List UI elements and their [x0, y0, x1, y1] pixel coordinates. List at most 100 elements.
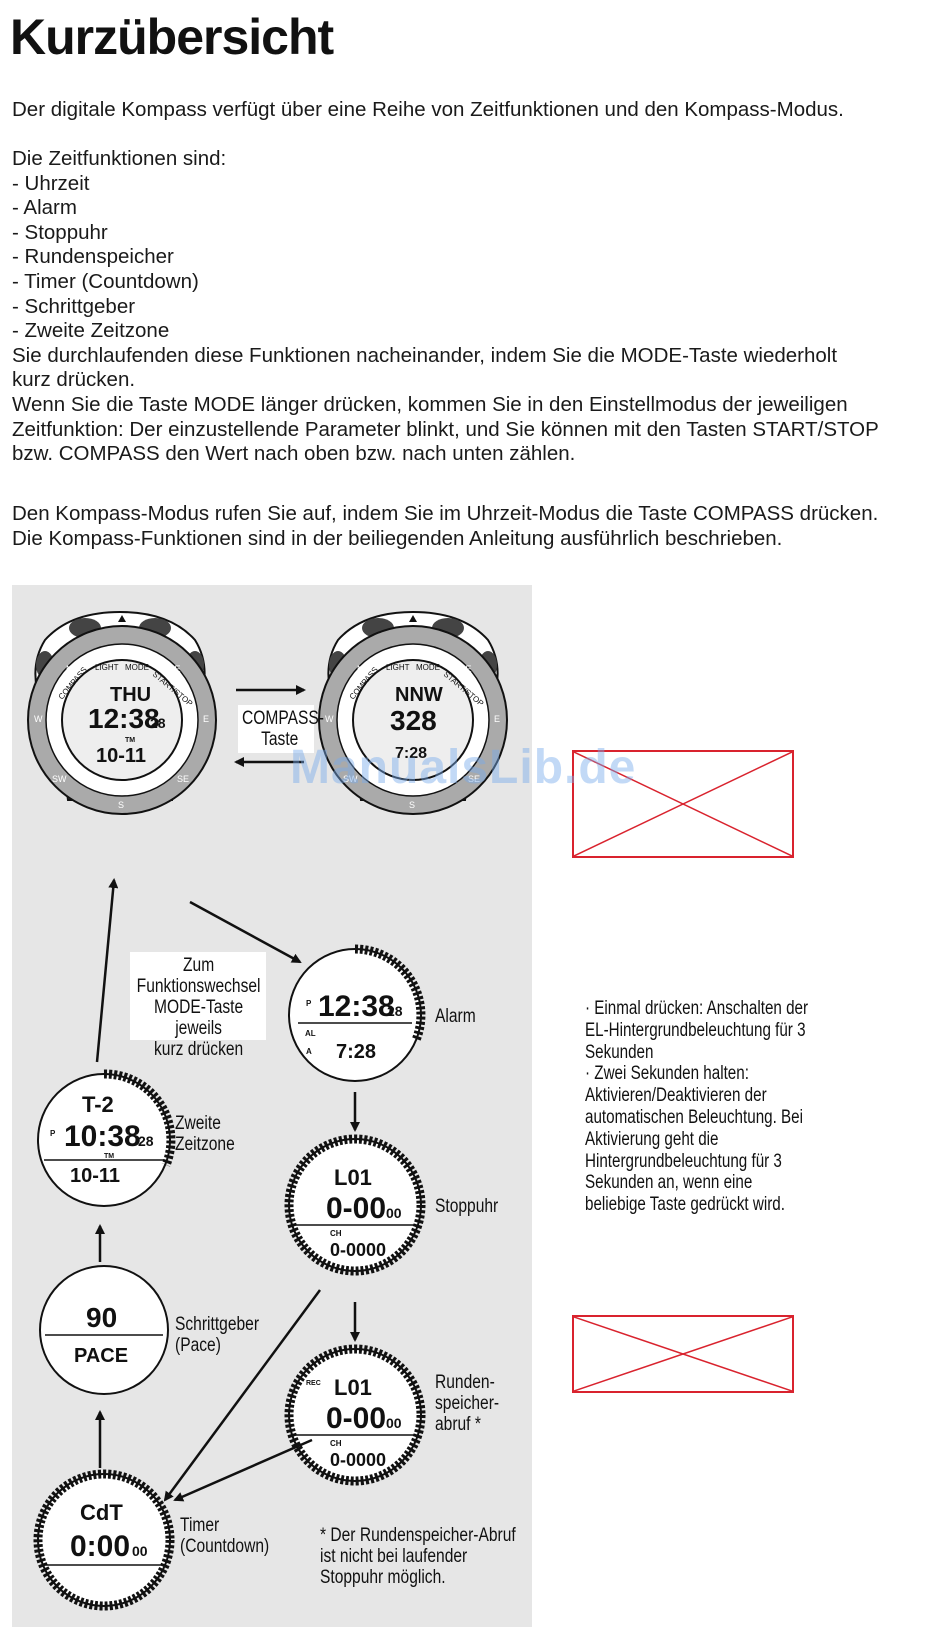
lcd-lap-sub: 0-0000 — [330, 1450, 386, 1470]
bezel-label-nw: NW — [357, 664, 372, 674]
placeholder-cross-icon — [574, 752, 792, 856]
mode-hint-label: Zum Funktionswechsel MODE-Taste jeweils … — [133, 955, 264, 1060]
lcd-tm: TM — [104, 1153, 114, 1160]
label-line: COMPASS- — [242, 708, 324, 729]
lcd-pace-label: PACE — [74, 1345, 128, 1367]
label-line: Runden- — [435, 1372, 495, 1393]
para-compass-line: Den Kompass-Modus rufen Sie auf, indem S… — [12, 502, 879, 525]
para-setup-line: bzw. COMPASS den Wert nach oben bzw. nac… — [12, 442, 576, 466]
bezel-label-w: W — [34, 714, 43, 724]
footnote: * Der Rundenspeicher-Abruf ist nicht bei… — [320, 1525, 516, 1588]
bezel-label-ne: NE — [459, 664, 472, 674]
bezel-label-e: E — [203, 714, 209, 724]
list-item: - Schrittgeber — [12, 294, 136, 318]
lcd-rec: REC — [306, 1380, 321, 1387]
list-item: - Zweite Zeitzone — [12, 319, 170, 343]
lcd-alarm-sub: 7:28 — [336, 1041, 376, 1063]
north-marker-icon — [409, 615, 417, 622]
bezel-label-e: E — [494, 714, 500, 724]
list-item: - Alarm — [12, 196, 77, 220]
bezel-label-light: LIGHT — [386, 663, 410, 672]
arrow-lap-to-timer — [173, 1438, 313, 1502]
watch-compass-mode: NW NE W E SW SE S COMPASS LIGHT MODE STA… — [318, 610, 508, 815]
label-timer: Timer (Countdown) — [180, 1515, 269, 1557]
label-line: Funktionswechsel — [136, 976, 261, 997]
bezel-label-sw: SW — [52, 774, 67, 784]
lcd-tm: TM — [125, 737, 135, 744]
list-item: - Stoppuhr — [12, 220, 108, 244]
bezel-label-sw: SW — [343, 774, 358, 784]
bezel-label-light: LIGHT — [95, 663, 119, 672]
footnote-line: ist nicht bei laufender — [320, 1546, 468, 1567]
lcd-degrees: 328 — [390, 705, 437, 736]
lcd-date: 10-11 — [96, 745, 146, 767]
label-line: Zeitzone — [175, 1134, 235, 1155]
page-title: Kurzübersicht — [10, 9, 334, 65]
label-stoppuhr: Stoppuhr — [435, 1196, 499, 1217]
compass-key-label: COMPASS- Taste — [242, 708, 324, 750]
label-line: MODE-Taste jeweils — [154, 997, 244, 1039]
intro-text: Der digitale Kompass verfügt über eine R… — [12, 98, 844, 121]
list-item: - Uhrzeit — [12, 171, 90, 195]
placeholder-cross-icon — [574, 1317, 792, 1391]
functions-heading: Die Zeitfunktionen sind: — [12, 147, 227, 170]
image-placeholder-1 — [572, 750, 794, 858]
label-line: abruf * — [435, 1414, 481, 1435]
para-cycle-line: kurz drücken. — [12, 368, 136, 392]
lcd-stop-main: 0-00 — [326, 1192, 386, 1225]
para-cycle-line: Sie durchlaufenden diese Funktionen nach… — [12, 343, 838, 367]
bezel-label-nw: NW — [66, 664, 81, 674]
label-schritt: Schrittgeber (Pace) — [175, 1314, 259, 1356]
bezel-label-mode: MODE — [416, 663, 440, 672]
lcd-seconds: 28 — [150, 715, 166, 731]
display-lap: REC L01 0-00 00 CH 0-0000 — [284, 1344, 426, 1486]
north-marker-icon — [118, 615, 126, 622]
watch-time-mode: NW NE W E SW SE S COMPASS LIGHT MODE STA… — [27, 610, 217, 815]
display-second-zone: T-2 P 10:38 28 TM 10-11 — [37, 1069, 176, 1207]
lcd-timer-top: CdT — [80, 1500, 123, 1525]
note-line: · Einmal drücken: Anschalten der — [585, 998, 809, 1019]
lcd-lap-top: L01 — [334, 1375, 372, 1400]
note-line: EL-Hintergrundbeleuchtung für 3 — [585, 1019, 806, 1041]
lcd-alarm-time: 12:38 — [318, 990, 395, 1023]
list-item: - Timer (Countdown) — [12, 269, 199, 293]
watermark: ManualsLib.de — [290, 741, 637, 794]
lcd-time: 12:38 — [88, 703, 160, 734]
bezel-label-s: S — [118, 800, 124, 810]
note-line: Hintergrundbeleuchtung für 3 — [585, 1150, 782, 1172]
footnote-line: Stoppuhr möglich. — [320, 1567, 446, 1588]
bezel-label-mode: MODE — [125, 663, 149, 672]
label-line: Zum — [183, 955, 215, 976]
label-runden: Runden- speicher- abruf * — [435, 1372, 499, 1435]
lcd-stop-sub: 0-0000 — [330, 1240, 386, 1260]
display-pace: 90 PACE — [39, 1265, 169, 1395]
lcd-stop-top: L01 — [334, 1165, 372, 1190]
note-line: automatischen Beleuchtung. Bei — [585, 1106, 804, 1128]
lcd-heading: NNW — [395, 684, 443, 706]
label-alarm: Alarm — [435, 1006, 476, 1027]
note-line: beliebige Taste gedrückt wird. — [585, 1194, 785, 1216]
note-line: Sekunden an, wenn eine — [585, 1172, 753, 1194]
label-line: speicher- — [435, 1393, 500, 1414]
functions-block: Die Zeitfunktionen sind: - Uhrzeit - Ala… — [12, 147, 879, 467]
lcd-timer-main: 0:00 — [70, 1530, 130, 1563]
lcd-small-time: 7:28 — [395, 745, 427, 762]
label-line: Timer — [180, 1515, 220, 1536]
lcd-alarm-sec: 28 — [387, 1003, 403, 1019]
lcd-p: P — [306, 999, 312, 1008]
lcd-timer-sec: 00 — [132, 1543, 148, 1559]
note-line: · Zwei Sekunden halten: — [585, 1063, 749, 1085]
lcd-day: THU — [110, 684, 151, 706]
bezel-label-se: SE — [177, 774, 189, 784]
note-line: Aktivierung geht die — [585, 1128, 719, 1150]
label-line: Schrittgeber — [175, 1314, 260, 1335]
label-line: Taste — [261, 729, 299, 750]
label-line: (Pace) — [175, 1335, 221, 1356]
image-placeholder-2 — [572, 1315, 794, 1393]
bezel-label-se: SE — [468, 774, 480, 784]
display-alarm: P 12:38 28 AL A 7:28 — [288, 944, 426, 1082]
footnote-line: * Der Rundenspeicher-Abruf — [320, 1525, 516, 1546]
note-line: Aktivieren/Deaktivieren der — [585, 1085, 767, 1107]
compass-paragraph: Den Kompass-Modus rufen Sie auf, indem S… — [12, 502, 878, 551]
